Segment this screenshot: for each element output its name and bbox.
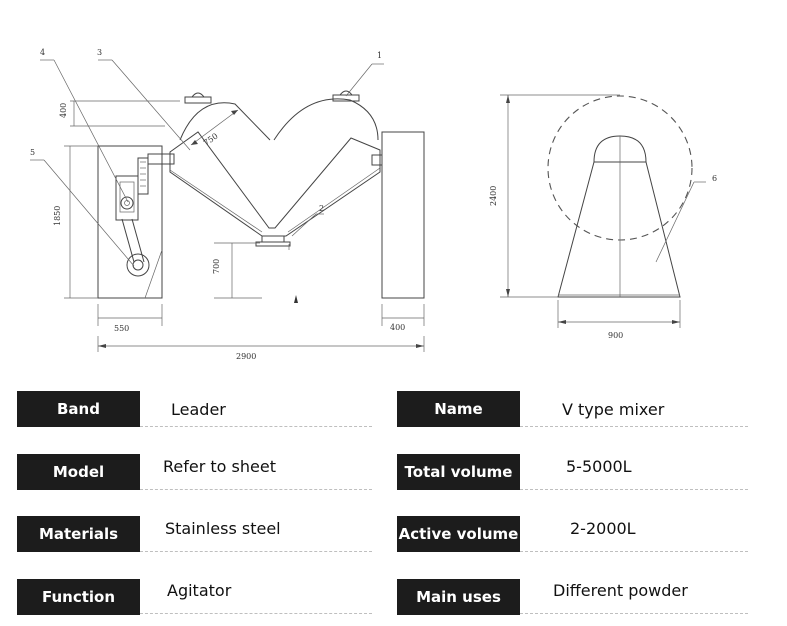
spec-underline — [520, 551, 748, 552]
dim-2900: 2900 — [236, 352, 256, 361]
spec-label-main-uses: Main uses — [397, 579, 520, 615]
spec-value-total-volume: 5-5000L — [566, 457, 632, 476]
spec-label-materials: Materials — [17, 516, 140, 552]
dim-750: 750 — [202, 132, 220, 148]
spec-label-total-volume: Total volume — [397, 454, 520, 490]
spec-underline — [140, 489, 372, 490]
spec-label-model: Model — [17, 454, 140, 490]
dim-400-right: 400 — [390, 323, 405, 332]
spec-value-materials: Stainless steel — [165, 519, 281, 538]
callout-1: 1 — [377, 51, 382, 60]
callout-2: 2 — [319, 204, 324, 213]
dim-400-top: 400 — [59, 103, 68, 118]
spec-value-main-uses: Different powder — [553, 581, 688, 600]
dim-900: 900 — [608, 331, 623, 340]
callout-3: 3 — [97, 48, 102, 57]
spec-value-band: Leader — [171, 400, 226, 419]
side-view: 6 2400 900 — [489, 94, 717, 340]
callout-5: 5 — [30, 148, 35, 157]
spec-label-active-volume: Active volume — [397, 516, 520, 552]
technical-drawing: 1 2 3 4 5 400 1850 700 750 550 400 — [30, 48, 717, 361]
spec-underline — [520, 426, 748, 427]
spec-underline — [140, 426, 372, 427]
dim-550: 550 — [114, 324, 129, 333]
callout-4: 4 — [40, 48, 45, 57]
spec-value-model: Refer to sheet — [163, 457, 276, 476]
dim-700: 700 — [212, 259, 221, 274]
spec-value-function: Agitator — [167, 581, 232, 600]
spec-label-band: Band — [17, 391, 140, 427]
spec-label-name: Name — [397, 391, 520, 427]
spec-label-function: Function — [17, 579, 140, 615]
spec-value-name: V type mixer — [562, 400, 665, 419]
spec-value-active-volume: 2-2000L — [570, 519, 636, 538]
spec-underline — [520, 613, 748, 614]
dim-1850: 1850 — [53, 206, 62, 226]
callout-6: 6 — [712, 174, 717, 183]
front-view: 1 2 3 4 5 400 1850 700 750 550 400 — [30, 48, 425, 361]
spec-underline — [520, 489, 748, 490]
spec-underline — [140, 551, 372, 552]
dim-2400: 2400 — [489, 186, 498, 206]
spec-underline — [140, 613, 372, 614]
